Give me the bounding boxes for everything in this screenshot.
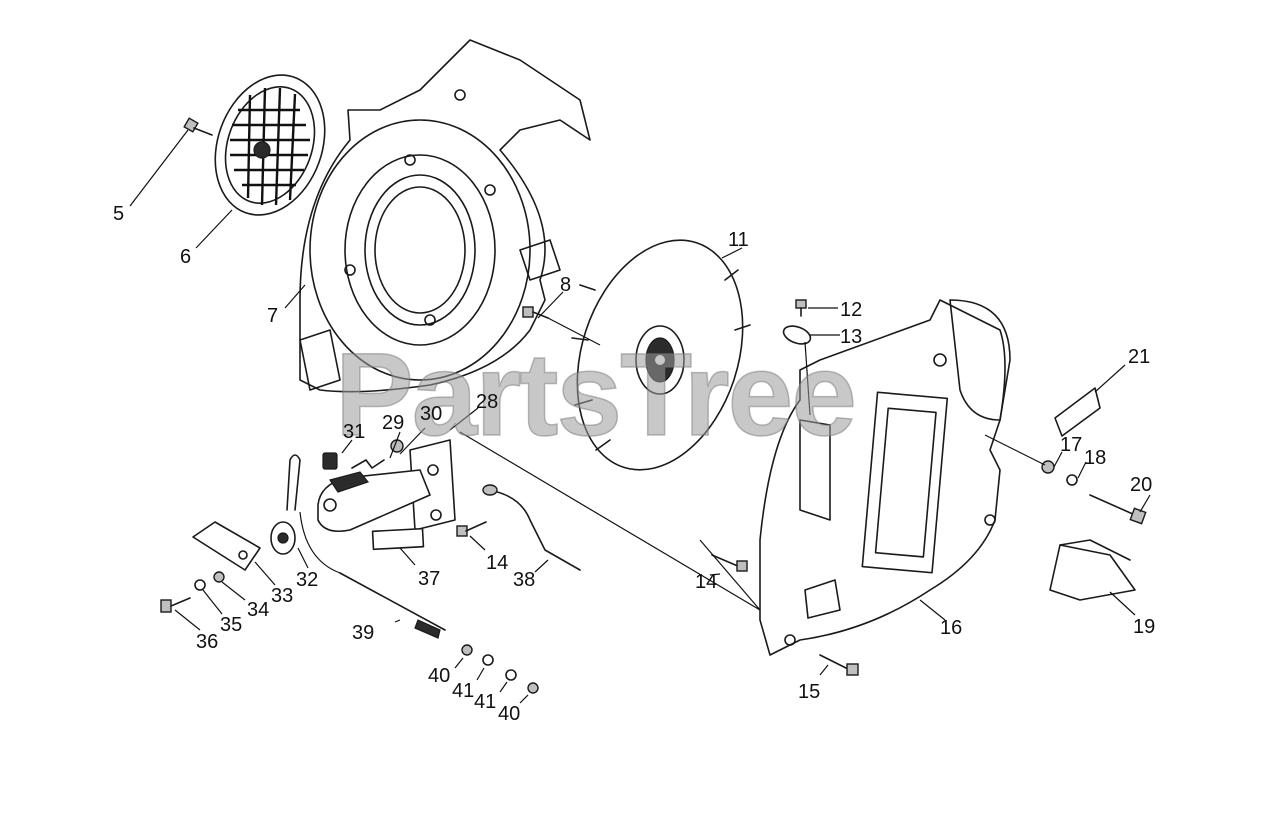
label-part-37[interactable] [371,527,425,551]
screw-part-12[interactable] [795,299,807,317]
cable-part-38[interactable] [482,484,581,571]
callout-11[interactable]: 11 [728,229,749,251]
callout-21[interactable]: 21 [1128,346,1150,368]
callout-34[interactable]: 34 [247,599,269,621]
callout-14-right[interactable]: 14 [695,571,717,593]
callout-7[interactable]: 7 [267,305,278,327]
washer-part-35[interactable] [194,579,206,591]
bolt-part-15[interactable] [819,654,859,676]
blower-housing-part-16[interactable] [759,299,1011,656]
callout-39[interactable]: 39 [352,622,374,644]
callout-15[interactable]: 15 [798,681,820,703]
screw-part-14-left[interactable] [456,521,487,537]
throttle-bracket-part-28[interactable] [409,439,456,531]
wire-connector[interactable] [286,454,301,511]
callout-17[interactable]: 17 [1060,434,1082,456]
nut-part-17[interactable] [1041,460,1055,474]
callout-18[interactable]: 18 [1084,447,1106,469]
washer-part-18[interactable] [1066,474,1078,486]
callout-41-b[interactable]: 41 [474,691,496,713]
callout-19[interactable]: 19 [1133,616,1155,638]
callout-33[interactable]: 33 [271,585,293,607]
watermark-text: PartsTree [335,329,855,461]
grip-part-33[interactable] [192,521,261,571]
switch-part-31[interactable] [322,452,338,470]
callout-40-b[interactable]: 40 [498,703,520,725]
callout-32[interactable]: 32 [296,569,318,591]
callout-12[interactable]: 12 [840,299,862,321]
starter-cover-part-6[interactable] [197,60,344,231]
grommet-part-32[interactable] [270,521,296,555]
callout-13[interactable]: 13 [840,326,862,348]
spring-part-29[interactable] [351,459,385,469]
bolt-part-20[interactable] [1089,494,1147,525]
screw-part-36[interactable] [160,597,191,613]
callout-6[interactable]: 6 [180,246,191,268]
callout-labels: 5 6 7 8 11 12 13 21 17 18 20 19 16 15 14… [113,203,1155,725]
callout-41-a[interactable]: 41 [452,680,474,702]
throttle-rod-part-39[interactable] [339,572,446,639]
callout-40-a[interactable]: 40 [428,665,450,687]
callout-36[interactable]: 36 [196,631,218,653]
callout-28[interactable]: 28 [476,391,498,413]
label-part-21[interactable] [1054,387,1101,437]
callout-37[interactable]: 37 [418,568,440,590]
callout-30[interactable]: 30 [420,403,442,425]
callout-16[interactable]: 16 [940,617,962,639]
leader-lines [129,129,1151,704]
callout-38[interactable]: 38 [513,569,535,591]
callout-31[interactable]: 31 [343,421,365,443]
washer-part-41-b[interactable] [505,669,517,681]
nut-part-40-b[interactable] [527,682,539,694]
nut-part-40-a[interactable] [461,644,473,656]
fan-impeller-part-11[interactable] [549,219,770,492]
screw-part-5[interactable] [183,117,213,136]
washer-part-41-a[interactable] [482,654,494,666]
callout-20[interactable]: 20 [1130,474,1152,496]
callout-35[interactable]: 35 [220,614,242,636]
callout-8[interactable]: 8 [560,274,571,296]
callout-14-left[interactable]: 14 [486,552,508,574]
blower-housing-part-7[interactable] [299,39,591,393]
callout-29[interactable]: 29 [382,412,404,434]
nut-part-34[interactable] [213,571,225,583]
throttle-handle-body[interactable] [317,469,431,533]
washer-part-13[interactable] [781,323,813,348]
screw-part-14-right[interactable] [711,554,748,572]
bracket-part-19[interactable] [1049,539,1136,601]
callout-5[interactable]: 5 [113,203,124,225]
